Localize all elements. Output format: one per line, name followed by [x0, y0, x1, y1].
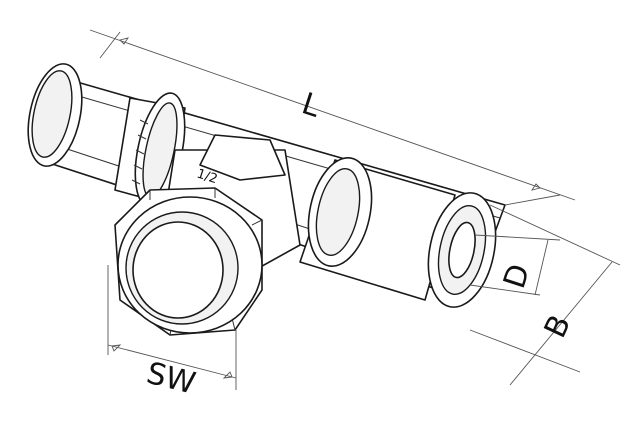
dimension-label-b: B: [538, 310, 578, 343]
dimension-label-l: L: [298, 86, 325, 125]
dimension-label-sw: SW: [143, 356, 199, 402]
dimension-label-d: D: [497, 260, 537, 293]
thread-marking: 1/2: [195, 167, 220, 188]
threaded-nut: [114, 187, 263, 336]
right-pipe-end: [427, 192, 497, 308]
left-pipe-end: [27, 63, 83, 167]
left-press-sleeve: [114, 92, 186, 208]
right-press-sleeve: [299, 157, 456, 301]
